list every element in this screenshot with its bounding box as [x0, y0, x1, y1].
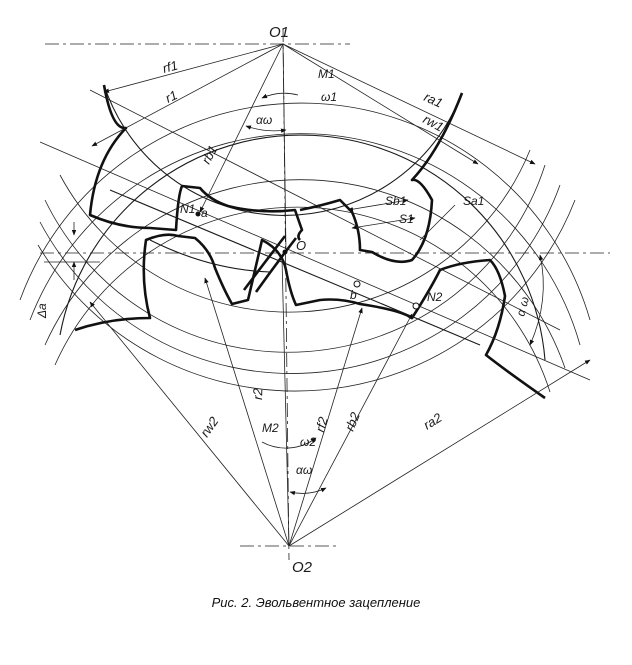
label-o: O [296, 238, 306, 253]
label-rf1: rf1 [161, 57, 180, 75]
label-ra1: ra1 [422, 89, 445, 111]
label-alpha-w-bottom: αω [296, 463, 312, 477]
line-of-action [39, 89, 591, 381]
label-a: a [201, 206, 208, 220]
label-m2: M2 [262, 421, 279, 435]
label-n2: N2 [427, 290, 443, 304]
gear1-circles [37, 84, 576, 392]
contact-profiles [149, 235, 298, 293]
label-b: b [350, 288, 357, 302]
gear2-circles [19, 102, 591, 393]
figure-caption: Рис. 2. Эвольвентное зацепление [211, 595, 421, 610]
tooth-thickness-dims [347, 198, 456, 241]
label-omega2: ω2 [300, 435, 316, 449]
label-o1: O1 [269, 24, 289, 41]
label-sa1: Sa1 [463, 194, 484, 208]
label-rb2: rb2 [342, 409, 363, 433]
label-alpha-w-top: αω [256, 113, 272, 127]
label-sb1: Sb1 [385, 194, 406, 208]
label-r2: r2 [250, 387, 265, 400]
label-delta-a: Δa [35, 303, 49, 319]
label-o2: O2 [292, 559, 313, 576]
label-alpha-w-right: α ω [513, 295, 532, 317]
gear1-radii [91, 43, 536, 253]
gear1-profile [88, 84, 464, 264]
label-m1: M1 [318, 67, 335, 81]
label-ra2: ra2 [421, 409, 446, 432]
label-rw2: rw2 [197, 413, 222, 439]
label-s1: S1 [399, 212, 414, 226]
side-dimensions [44, 222, 544, 346]
gear2-profile [74, 233, 546, 400]
label-r1: r1 [163, 87, 180, 105]
label-n1: N1 [180, 202, 195, 216]
label-rf2: rf2 [312, 414, 331, 433]
points [195, 211, 420, 310]
gear2-radii [89, 257, 591, 547]
label-omega1: ω1 [321, 90, 337, 104]
